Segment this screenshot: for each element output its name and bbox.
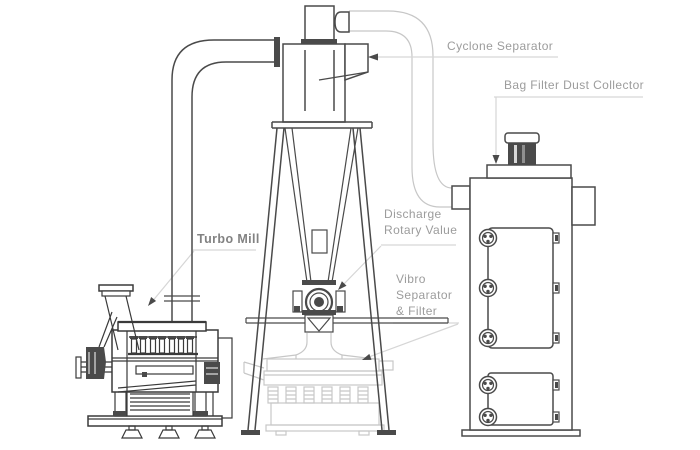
cyclone-separator-label: Cyclone Separator <box>447 39 554 53</box>
door-handwheels <box>478 228 498 427</box>
vibro-separator-label-line2: Separator <box>396 288 453 302</box>
cyclone-support-frame <box>241 121 449 435</box>
vibro-springs <box>267 386 369 404</box>
discharge-rotary-valve-label-line2: Rotary Value <box>384 223 458 237</box>
mill-to-cyclone-duct <box>164 39 274 322</box>
bagfilter-motor <box>504 132 540 165</box>
cyclone-separator-drawing <box>274 5 369 123</box>
vibro-separator-drawing <box>243 333 394 436</box>
rotary-valve-drawing <box>292 280 346 333</box>
mill-shaft-pulley <box>75 311 118 379</box>
vibro-separator-label: Vibro Separator & Filter <box>396 271 452 319</box>
mill-feed-chute <box>98 284 140 351</box>
bag-filter-label: Bag Filter Dust Collector <box>504 78 645 92</box>
door-hinges <box>552 232 560 423</box>
turbo-mill-drawing <box>75 284 233 439</box>
turbo-mill-label: Turbo Mill <box>197 232 260 246</box>
vibro-separator-label-line3: & Filter <box>396 304 438 318</box>
discharge-rotary-valve-label-line1: Discharge <box>384 207 442 221</box>
cyclone-to-bagfilter-pipe <box>349 10 453 208</box>
discharge-rotary-valve-label: Discharge Rotary Value <box>384 206 457 238</box>
bag-filter-drawing <box>451 132 596 437</box>
mill-classifier <box>128 336 198 356</box>
leader-arrowheads <box>148 53 500 360</box>
vibro-separator-label-line1: Vibro <box>396 272 426 286</box>
mill-feet <box>121 425 216 439</box>
